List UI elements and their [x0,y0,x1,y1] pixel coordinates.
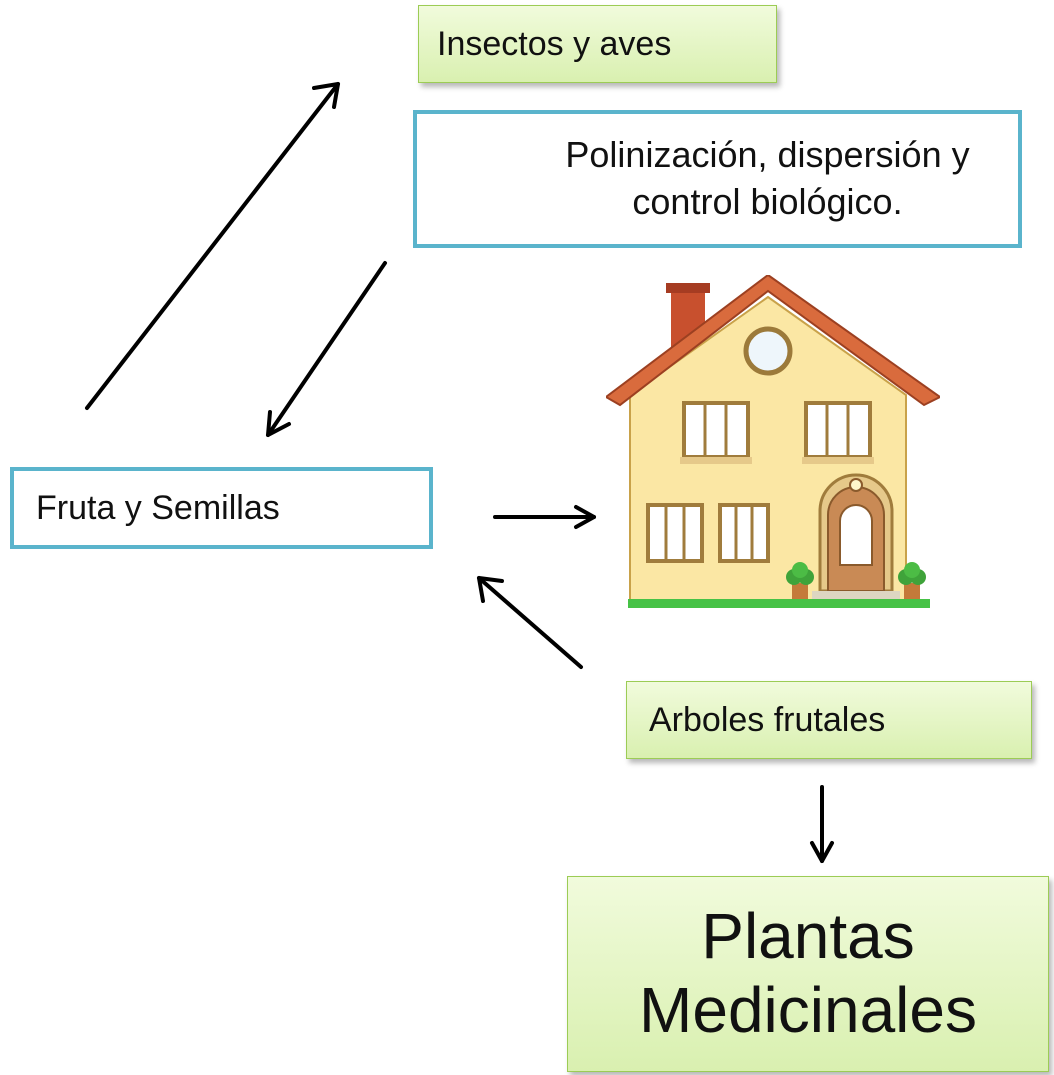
node-insects-birds: Insectos y aves [418,5,777,83]
node-medicinal-line1: Plantas [701,900,915,973]
node-pollination-line1: Polinización, dispersión y [565,134,970,176]
plant-icon [898,562,926,599]
arrow-fruit-to-insects [85,82,340,410]
arrow-fruit-to-house [493,505,596,529]
node-medicinal-plants: Plantas Medicinales [567,876,1049,1072]
node-fruit-trees: Arboles frutales [626,681,1032,759]
house-icon [606,275,940,608]
arrow-trees-to-medicinal [810,785,834,863]
node-medicinal-line2: Medicinales [639,974,977,1046]
node-fruit-seeds: Fruta y Semillas [10,467,433,549]
arrow-trees-to-fruit [477,576,583,669]
node-insects-birds-label: Insectos y aves [437,24,672,63]
node-fruit-trees-label: Arboles frutales [649,700,886,739]
node-pollination: Polinización, dispersión y control bioló… [413,110,1022,248]
node-fruit-seeds-label: Fruta y Semillas [36,488,280,527]
node-pollination-line2: control biológico. [632,181,903,222]
plant-icon [786,562,814,599]
arrow-pollination-to-fruit [266,261,387,437]
